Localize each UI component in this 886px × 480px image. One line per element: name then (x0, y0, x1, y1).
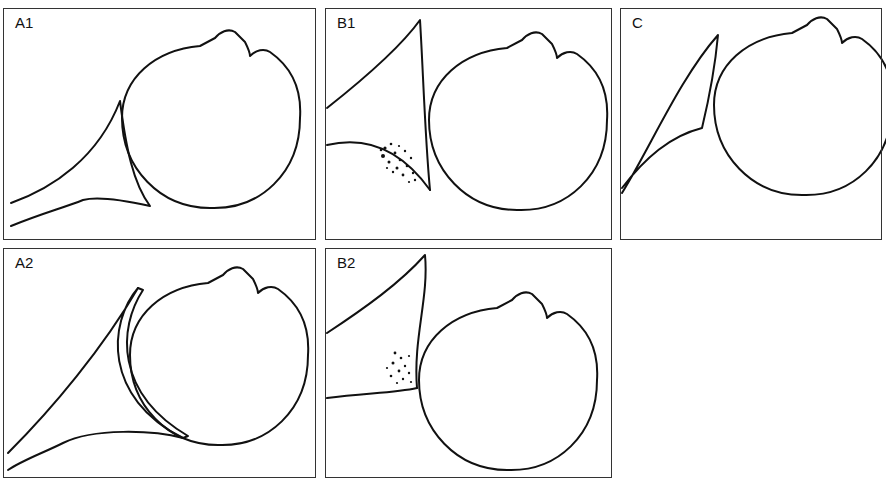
panel-label: A2 (13, 255, 35, 272)
panel-b2-art (327, 255, 597, 470)
panel-frame: A1 (3, 8, 316, 240)
panel-label: C (630, 15, 645, 32)
panel-b1-art (327, 20, 607, 210)
panel-label: B1 (335, 15, 357, 32)
panel-frame: A2 (3, 248, 316, 478)
panel-frame: B2 (325, 248, 612, 478)
panel-frame: C (620, 8, 882, 240)
panel-frame: B1 (325, 8, 612, 240)
panel-label: B2 (335, 255, 357, 272)
panel-a2-art (8, 267, 308, 470)
panel-label: A1 (13, 15, 35, 32)
panel-c-art (622, 17, 886, 195)
panel-a1-art (11, 30, 300, 226)
